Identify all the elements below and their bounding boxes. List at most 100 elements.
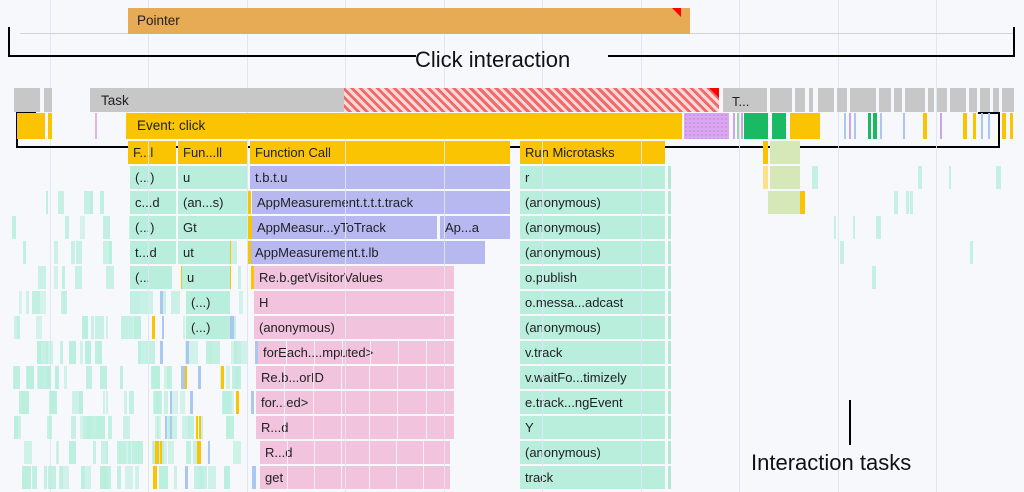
flame-micro-frame[interactable] (36, 316, 43, 339)
flame-micro-frame[interactable] (909, 191, 914, 214)
flame-micro-frame[interactable] (170, 391, 179, 414)
flame-frame[interactable]: (anonymous) (254, 316, 454, 339)
task-block-small-5[interactable] (850, 88, 876, 112)
flame-micro-frame[interactable] (129, 316, 133, 339)
flame-micro-frame[interactable] (161, 316, 165, 339)
flame-frame[interactable]: v.track (520, 341, 665, 364)
task-block-small-1[interactable] (795, 88, 805, 112)
flame-micro-frame[interactable] (79, 216, 86, 239)
flame-micro-frame[interactable] (88, 416, 99, 439)
flame-frame[interactable]: AppMeasurement.t.t.t.track (252, 191, 510, 214)
flame-micro-frame[interactable] (153, 391, 159, 414)
flame-micro-frame[interactable] (160, 341, 163, 364)
event-block[interactable] (17, 113, 45, 139)
flame-micro-frame[interactable] (140, 291, 149, 314)
flame-micro-frame[interactable] (48, 416, 52, 439)
flame-micro-frame[interactable] (14, 316, 18, 339)
event-marker-14[interactable] (1010, 113, 1013, 139)
flame-frame[interactable]: (... (130, 266, 172, 289)
flame-micro-frame[interactable] (167, 441, 174, 464)
flame-micro-frame[interactable] (106, 316, 109, 339)
flame-micro-frame[interactable] (36, 341, 41, 364)
flame-frame-olive-edge[interactable] (800, 191, 805, 214)
flame-micro-frame[interactable] (152, 441, 156, 464)
task-block-small-6[interactable] (879, 88, 891, 112)
flame-micro-frame[interactable] (80, 341, 84, 364)
flame-micro-frame[interactable] (55, 441, 59, 464)
task-block-small-13[interactable] (980, 88, 990, 112)
flame-micro-frame[interactable] (100, 466, 108, 489)
flame-micro-frame[interactable] (223, 466, 231, 489)
flame-micro-frame[interactable] (103, 391, 106, 414)
flame-micro-frame[interactable] (92, 441, 97, 464)
flame-micro-frame[interactable] (25, 291, 29, 314)
flame-micro-frame[interactable] (906, 191, 910, 214)
flame-micro-frame[interactable] (75, 266, 83, 289)
event-marker-1[interactable] (849, 113, 851, 139)
flame-frame-olive-edge[interactable] (763, 166, 768, 189)
flame-frame[interactable]: track (520, 466, 665, 489)
flame-micro-frame[interactable] (151, 366, 161, 389)
flame-micro-frame[interactable] (876, 216, 882, 239)
flame-micro-frame[interactable] (127, 441, 131, 464)
flame-micro-frame[interactable] (102, 241, 111, 264)
flame-micro-frame[interactable] (157, 416, 160, 439)
flame-micro-frame[interactable] (106, 391, 109, 414)
task-block[interactable] (44, 88, 52, 112)
flame-micro-frame[interactable] (64, 366, 67, 389)
flame-frame[interactable]: e.track...ngEvent (520, 391, 665, 414)
flame-micro-frame[interactable] (62, 266, 65, 289)
flame-micro-frame[interactable] (160, 291, 163, 314)
flame-micro-frame[interactable] (59, 341, 63, 364)
flame-frame[interactable]: (anonymous) (520, 216, 665, 239)
flame-micro-frame[interactable] (41, 341, 48, 364)
flame-frame[interactable]: (...) (186, 316, 230, 339)
flame-micro-frame[interactable] (101, 441, 109, 464)
flame-micro-frame[interactable] (82, 316, 89, 339)
event-marker-9[interactable] (963, 113, 967, 139)
flame-frame[interactable]: H (254, 291, 454, 314)
flame-micro-frame[interactable] (165, 416, 168, 439)
flame-micro-frame[interactable] (169, 391, 172, 414)
event-marker-5[interactable] (880, 113, 882, 139)
event-yellow-block-2[interactable] (790, 113, 820, 139)
task-block-main[interactable] (90, 88, 344, 112)
flame-micro-frame[interactable] (128, 391, 134, 414)
flame-frame[interactable]: (anonymous) (520, 316, 665, 339)
flame-micro-frame[interactable] (170, 291, 180, 314)
flame-frame[interactable]: Re.b.getVisitorValues (254, 266, 454, 289)
long-task-hatched[interactable] (344, 88, 719, 112)
flame-micro-frame[interactable] (206, 341, 213, 364)
flame-micro-frame[interactable] (893, 191, 898, 214)
task-block-small-8[interactable] (905, 88, 925, 112)
flame-frame[interactable]: AppMeasur...yToTrack (252, 216, 437, 239)
flame-micro-frame[interactable] (134, 441, 140, 464)
flame-micro-frame[interactable] (54, 366, 59, 389)
flame-frame[interactable]: get (260, 466, 450, 489)
event-green-block[interactable] (744, 113, 768, 139)
flame-micro-frame[interactable] (135, 466, 139, 489)
event-green-block-2[interactable] (772, 113, 786, 139)
event-marker-8[interactable] (940, 113, 942, 139)
flame-micro-frame[interactable] (159, 466, 169, 489)
flame-frame[interactable]: (anonymous) (520, 191, 665, 214)
flame-micro-frame[interactable] (120, 366, 124, 389)
flame-micro-frame[interactable] (185, 441, 192, 464)
task-block-small-0[interactable] (770, 88, 792, 112)
flame-micro-frame[interactable] (949, 166, 952, 189)
flame-micro-frame[interactable] (130, 291, 140, 314)
flame-frame[interactable]: (...) (186, 291, 230, 314)
flame-micro-frame[interactable] (230, 341, 237, 364)
flame-micro-frame[interactable] (833, 216, 837, 239)
event-marker-4[interactable] (873, 113, 877, 139)
flame-micro-frame[interactable] (234, 366, 241, 389)
flame-frame[interactable]: u (182, 266, 230, 289)
flame-micro-frame[interactable] (18, 391, 29, 414)
flame-micro-frame[interactable] (105, 441, 108, 464)
flame-micro-frame[interactable] (198, 366, 201, 389)
flame-micro-frame[interactable] (59, 466, 70, 489)
flame-micro-frame[interactable] (62, 291, 67, 314)
pointer-bar[interactable] (128, 8, 690, 34)
flame-micro-frame[interactable] (44, 466, 48, 489)
